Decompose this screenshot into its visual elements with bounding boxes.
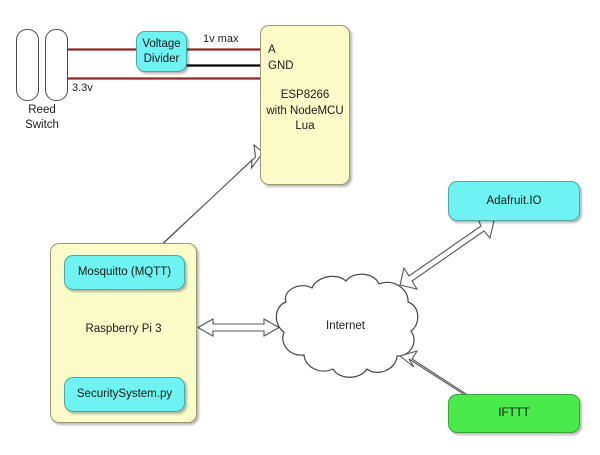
raspberry-pi-node[interactable]: Mosquitto (MQTT) Raspberry Pi 3 Security…: [50, 243, 197, 423]
ifttt-label: IFTTT: [498, 407, 530, 420]
mosquitto-mqtt-label: Mosquitto (MQTT): [77, 266, 172, 279]
label-1v-max: 1v max: [203, 33, 239, 45]
reed-switch-label: Reed Switch: [25, 104, 59, 131]
securitysystem-py-label: SecuritySystem.py: [76, 388, 173, 401]
esp8266-pin-a: A: [268, 44, 276, 56]
arrow-internet-to-adafruit: [399, 216, 495, 290]
voltage-divider-label: Voltage Divider: [142, 38, 181, 65]
mosquitto-mqtt-node[interactable]: Mosquitto (MQTT): [64, 255, 185, 290]
securitysystem-py-node[interactable]: SecuritySystem.py: [64, 377, 185, 412]
esp8266-node[interactable]: A GND ESP8266 with NodeMCU Lua: [260, 25, 350, 185]
reed-switch-bar-1: [16, 29, 39, 101]
reed-switch-bar-2: [45, 29, 68, 101]
raspberry-pi-label: Raspberry Pi 3: [85, 323, 162, 335]
voltage-divider-node[interactable]: Voltage Divider: [136, 31, 187, 72]
ifttt-node[interactable]: IFTTT: [448, 394, 580, 433]
internet-cloud-label: Internet: [326, 320, 365, 332]
arrow-pi-to-esp: [143, 143, 264, 254]
esp8266-pin-gnd: GND: [268, 60, 294, 72]
esp8266-label: ESP8266 with NodeMCU Lua: [266, 89, 344, 133]
internet-cloud-shape: [275, 273, 419, 378]
adafruit-io-label: Adafruit.IO: [486, 194, 542, 207]
arrow-pi-to-internet: [196, 318, 281, 337]
adafruit-io-node[interactable]: Adafruit.IO: [448, 181, 580, 221]
label-3v3: 3.3v: [72, 82, 93, 94]
